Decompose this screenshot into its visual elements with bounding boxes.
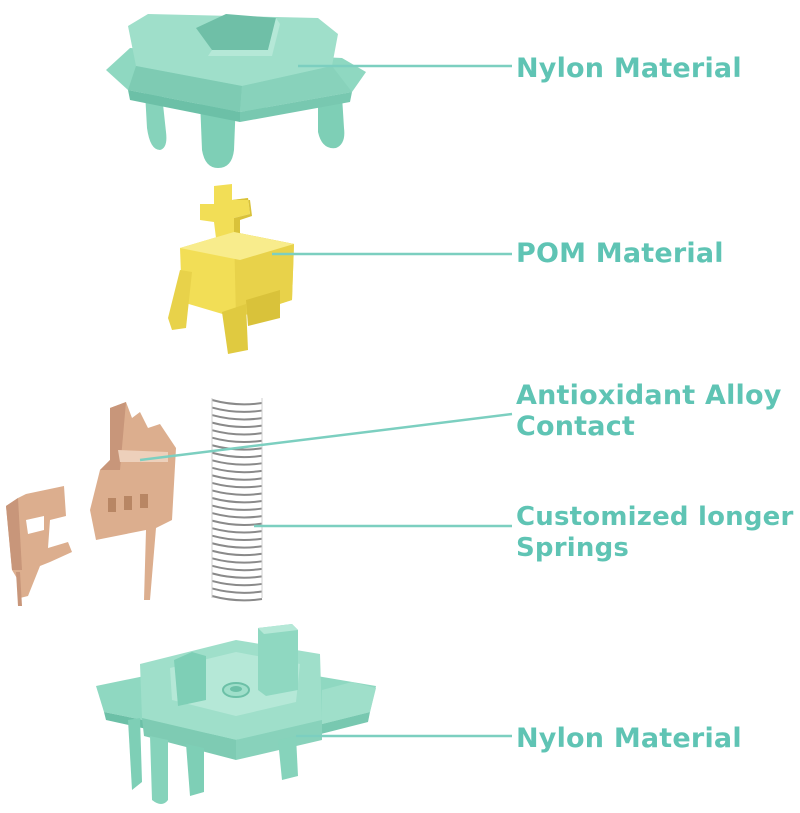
stem-leg-left (168, 270, 192, 330)
spring-coil (211, 429, 263, 436)
top-housing-base-front (128, 90, 240, 122)
top-housing-base-side (240, 92, 352, 122)
spring-icon (211, 398, 263, 602)
label-contact: Antioxidant Alloy Contact (516, 380, 782, 442)
spring-coil (211, 489, 263, 496)
label-stem: POM Material (516, 238, 724, 269)
bottom-housing-leg-right (278, 736, 298, 780)
spring-coil (211, 595, 263, 602)
stem-cross (200, 184, 250, 238)
spring-coil (211, 466, 263, 474)
spring-coil (211, 474, 263, 481)
spring-coil (211, 504, 263, 511)
top-housing-leg-left (145, 92, 167, 150)
spring-coil (211, 421, 263, 428)
spring-coil (211, 444, 263, 451)
bottom-housing-center-hole (230, 686, 242, 692)
spring-coil (211, 534, 263, 542)
top-housing-upper-front (128, 66, 242, 112)
contact-leaf-right (90, 402, 176, 600)
contact-leaf-left (6, 486, 72, 598)
spring-coil (211, 557, 263, 564)
spring-coil (211, 572, 263, 579)
label-top-housing: Nylon Material (516, 53, 742, 84)
stem-leg-front (222, 304, 248, 354)
spring-coil (211, 587, 263, 594)
bottom-housing-tower-right (258, 624, 298, 696)
bottom-housing-tower-left (174, 652, 206, 706)
contact-slot-1 (108, 498, 116, 512)
bottom-housing-ledge (322, 682, 376, 724)
spring-coil (211, 527, 263, 534)
top-housing-window-rim (208, 18, 280, 56)
contact-pin-left (16, 572, 22, 606)
contact-slot-3 (140, 494, 148, 508)
switch-bottom-housing-icon (96, 624, 376, 804)
spring-coil (211, 542, 263, 549)
stem-body-top (180, 232, 294, 260)
spring-coil (211, 406, 263, 413)
stem-slot (246, 290, 280, 326)
bottom-housing-leg-mid (186, 744, 204, 796)
label-bottom-housing: Nylon Material (516, 723, 742, 754)
bottom-housing-clip-left (128, 718, 142, 790)
contact-leaf-left-shade (6, 498, 22, 570)
contact-slot-2 (124, 496, 132, 510)
spring-coil (211, 564, 263, 572)
switch-top-housing-icon (106, 14, 366, 168)
bottom-housing-tower-top (258, 624, 298, 634)
switch-stem-icon (168, 184, 294, 354)
spring-coil (211, 451, 263, 459)
spring-coil (211, 549, 263, 557)
spring-coil (211, 399, 263, 406)
contact-leaf-left-cutout (26, 516, 44, 534)
spring-coil (211, 497, 263, 504)
spring-coil (211, 481, 263, 489)
stem-cross-shade (232, 198, 252, 236)
spring-coil (211, 519, 263, 526)
bottom-housing-leg-left (150, 736, 168, 804)
leader-line-contact (139, 412, 513, 462)
spring-coil (211, 579, 263, 587)
label-spring: Customized longer Springs (516, 502, 794, 563)
top-housing-upper-side (240, 66, 352, 112)
spring-coil (211, 459, 263, 466)
bottom-housing-wall-front (142, 718, 236, 760)
top-housing-window (196, 14, 276, 50)
metal-contact-icon (6, 402, 176, 606)
top-housing-leg-right (318, 96, 345, 149)
spring-coil (211, 414, 263, 421)
spring-coil (211, 512, 263, 519)
spring-coil (211, 436, 263, 444)
